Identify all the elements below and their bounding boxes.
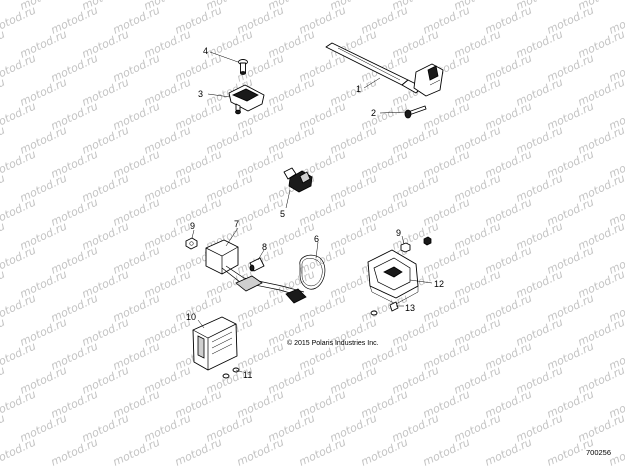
callout-2: 2	[371, 108, 376, 118]
part-6-gasket	[299, 254, 326, 290]
watermark-text: motod.ru	[173, 436, 224, 468]
watermark-text: motod.ru	[0, 196, 38, 229]
watermark-text: motod.ru	[0, 28, 7, 61]
watermark-text: motod.ru	[0, 220, 7, 253]
copyright-notice: © 2015 Polaris Industries Inc.	[287, 340, 379, 347]
callout-10: 10	[186, 312, 196, 322]
reference-number: 700256	[586, 448, 612, 457]
part-13-screws	[370, 301, 399, 316]
part-12-bracket	[367, 249, 419, 305]
part-3-map-sensor	[228, 84, 265, 115]
callout-12: 12	[434, 279, 444, 289]
watermark-text: motod.ru	[0, 76, 7, 109]
watermark-text: motod.ru	[421, 436, 472, 468]
watermark-text: motod.ru	[0, 52, 38, 85]
watermark-text: motod.ru	[0, 364, 7, 397]
watermark-text: motod.ru	[0, 172, 7, 205]
callout-9-right: 9	[396, 228, 401, 238]
watermark-text: motod.ru	[0, 244, 38, 277]
callout-6: 6	[314, 234, 319, 244]
part-1-probe-sensor	[325, 42, 444, 97]
watermark-text: motod.ru	[0, 316, 7, 349]
watermark-text: motod.ru	[0, 292, 38, 325]
part-4-bolt	[238, 59, 248, 75]
part-2-screw	[404, 105, 427, 119]
callout-3: 3	[198, 89, 203, 99]
callout-13: 13	[405, 303, 415, 313]
watermark-text: motod.ru	[0, 268, 7, 301]
watermark-text: motod.ru	[359, 436, 410, 468]
part-10-ecu	[192, 316, 238, 371]
watermark-text: motod.ru	[0, 412, 7, 445]
part-9-nuts-right	[400, 236, 432, 253]
watermark-text: motod.ru	[49, 436, 100, 468]
watermark-text: motod.ru	[483, 436, 534, 468]
callout-1: 1	[356, 84, 361, 94]
part-8-sleeve	[249, 257, 265, 272]
watermark-text: motod.ru	[297, 436, 348, 468]
callout-5: 5	[280, 209, 285, 219]
part-11-screws	[222, 367, 240, 379]
callout-7: 7	[234, 219, 239, 229]
part-7-module-harness	[205, 239, 307, 304]
callout-11: 11	[243, 370, 252, 380]
watermark-text: motod.ru	[0, 100, 38, 133]
watermark-text: motod.ru	[0, 436, 38, 468]
callouts: 1 2 3 4 5 6 7 8 9 9 10 11 12 13	[186, 46, 444, 380]
watermark-text: motod.ru	[0, 0, 7, 13]
watermark-text: motod.ru	[0, 340, 38, 373]
watermark-text: motod.ru	[111, 436, 162, 468]
callout-8: 8	[262, 242, 267, 252]
watermark-text: motod.ru	[0, 4, 38, 37]
watermark-text: motod.ru	[235, 436, 286, 468]
leader-lines	[191, 51, 433, 373]
part-9-nut-left	[185, 237, 198, 250]
callout-9-left: 9	[190, 221, 195, 231]
watermark-text: motod.ru	[0, 124, 7, 157]
callout-4: 4	[203, 46, 208, 56]
watermark-text: motod.ru	[0, 388, 38, 421]
part-5-temperature-sensor	[283, 167, 313, 193]
watermark-text: motod.ru	[0, 148, 38, 181]
